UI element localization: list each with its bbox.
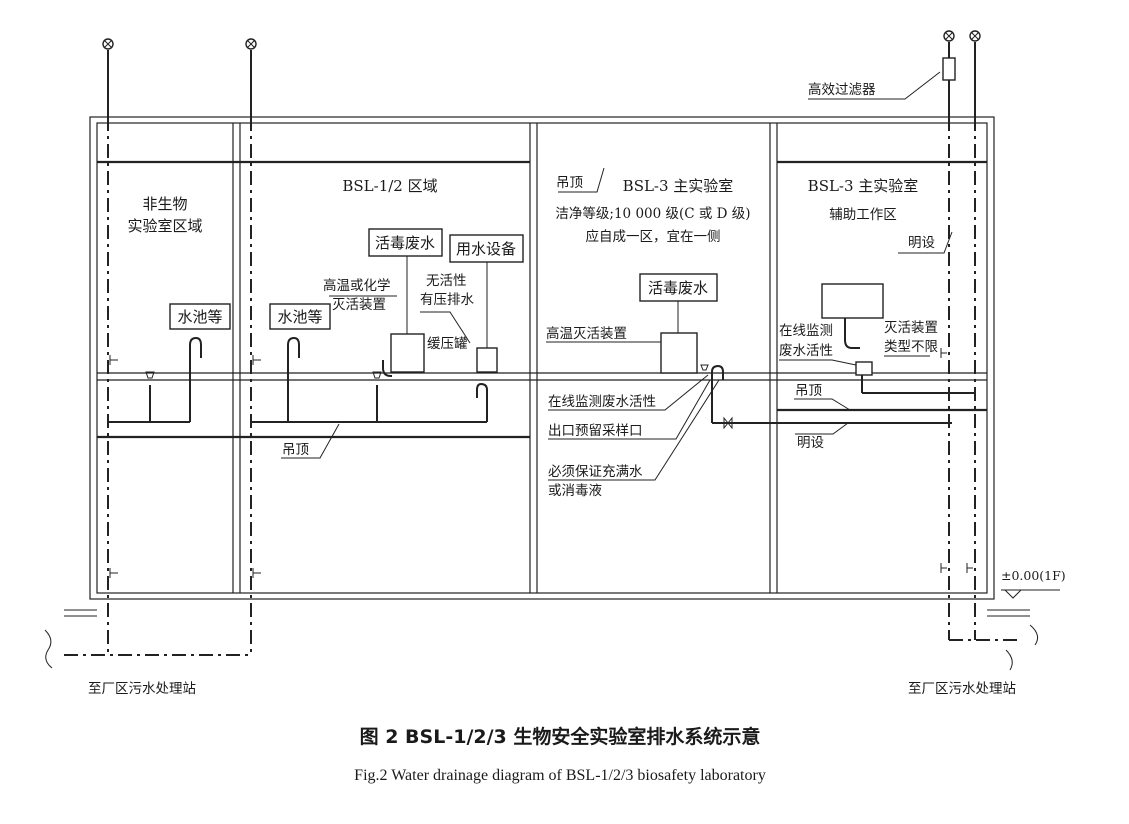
no-activity-line1: 无活性 [426, 273, 467, 289]
outlet-sampling-label: 出口预留采样口 [548, 423, 643, 439]
zone-non-bio-line1: 非生物 [142, 195, 187, 213]
must-fill-line1: 必须保证充满水 [548, 464, 643, 480]
hepa-filter-icon [942, 57, 956, 81]
zone-bsl12-title: BSL-1/2 区域 [342, 177, 437, 195]
caption-en: Fig.2 Water drainage diagram of BSL-1/2/… [354, 767, 766, 784]
exposed-label-upper: 明设 [908, 235, 935, 251]
vent-cap-icon [969, 30, 981, 42]
sink-label-bsl12: 水池等 [277, 308, 322, 326]
equipment [390, 283, 884, 376]
online-monitor-short-line2: 废水活性 [779, 343, 833, 359]
wastewater-label-bsl12: 活毒废水 [375, 234, 435, 252]
hepa-filter-label: 高效过滤器 [808, 81, 876, 98]
vent-cap-icon [245, 38, 257, 50]
building-structure [64, 116, 1030, 617]
zone-bsl3-aux-sub: 辅助工作区 [829, 207, 897, 223]
labels: 高效过滤器 非生物 实验室区域 BSL-1/2 区域 BSL-3 主实验室 洁净… [88, 81, 1066, 697]
to-station-right: 至厂区污水处理站 [908, 681, 1016, 697]
vent-cap-icon [943, 30, 955, 42]
caption-cn: 图 2 BSL-1/2/3 生物安全实验室排水系统示意 [360, 725, 761, 748]
high-temp-or-chem-line2: 灭活装置 [332, 297, 386, 313]
sink-box-left [169, 303, 231, 330]
exposed-label-lower: 明设 [797, 435, 824, 451]
wastewater-box-bsl12 [368, 228, 443, 257]
wastewater-box-bsl3 [639, 273, 718, 302]
leader-lines [281, 71, 953, 481]
must-fill-line2: 或消毒液 [548, 483, 602, 499]
sink-label-left: 水池等 [177, 308, 222, 326]
vent-cap-icon [102, 38, 114, 50]
inactivation-device-line2: 类型不限 [884, 339, 938, 355]
online-monitor-label: 在线监测废水活性 [548, 394, 656, 410]
ceiling-label-bsl12: 吊顶 [282, 442, 309, 458]
wastewater-label-bsl3: 活毒废水 [648, 279, 708, 297]
bsl3-note-line2: 应自成一区，宜在一侧 [586, 228, 721, 245]
zone-bsl3-main-title: BSL-3 主实验室 [623, 177, 734, 195]
zone-bsl3-aux-title: BSL-3 主实验室 [808, 177, 919, 195]
ceiling-label-bsl3: 吊顶 [556, 175, 583, 191]
online-monitor-short-line1: 在线监测 [779, 323, 833, 339]
zone-non-bio-line2: 实验室区域 [127, 217, 202, 235]
drain-pipes [108, 262, 975, 430]
high-temp-or-chem-line1: 高温或化学 [323, 277, 391, 294]
high-temp-device-label: 高温灭活装置 [546, 325, 627, 342]
inactivation-device-line1: 灭活装置 [884, 320, 938, 336]
water-equipment-box [449, 234, 524, 263]
sink-box-bsl12 [269, 303, 331, 330]
inactivation-device-aux [855, 361, 873, 376]
vent-stacks [102, 30, 981, 655]
inactivation-tank-bsl12 [390, 333, 425, 373]
aux-equipment-box [821, 283, 884, 319]
to-station-left: 至厂区污水处理站 [88, 681, 196, 697]
bsl3-note-line1: 洁净等级;10 000 级(C 或 D 级) [555, 205, 750, 222]
buffer-tank-label: 缓压罐 [427, 336, 468, 352]
elevation-marker-icon [1001, 589, 1060, 599]
buffer-tank-icon [476, 347, 498, 373]
outflow [44, 624, 1039, 671]
ceiling-label-aux: 吊顶 [795, 383, 822, 399]
water-equipment-label: 用水设备 [456, 240, 516, 258]
elevation-label: ±0.00(1F) [1001, 568, 1066, 583]
no-activity-line2: 有压排水 [420, 292, 474, 308]
inactivation-tank-bsl3 [660, 332, 698, 374]
